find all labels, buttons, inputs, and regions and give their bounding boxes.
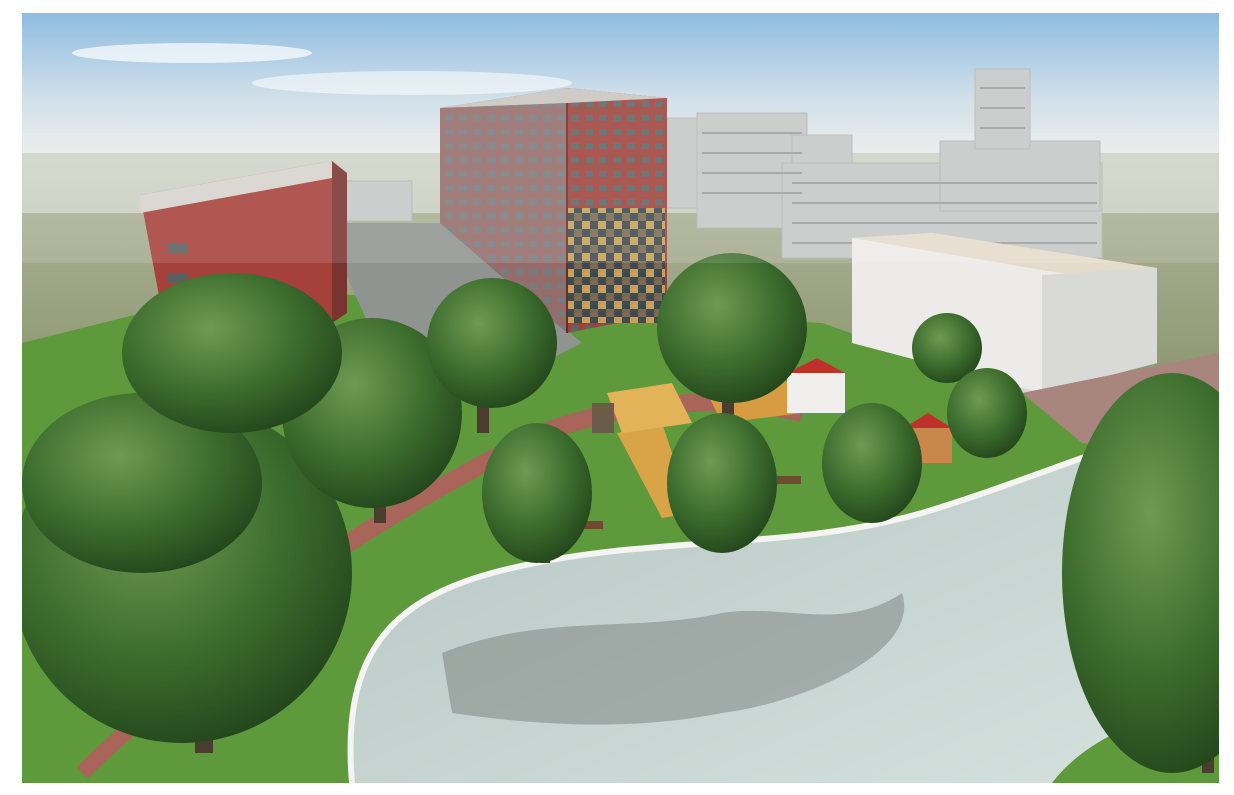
- cloud: [252, 71, 572, 95]
- scene: [22, 13, 1219, 783]
- brick-tower-center: [440, 88, 667, 333]
- tree-shadows: [442, 593, 905, 725]
- distant-window-rows: [702, 87, 1097, 244]
- render-view: [22, 13, 1219, 783]
- cloud: [72, 43, 312, 63]
- trees: [22, 253, 1219, 773]
- roundabout-road: [350, 413, 1219, 783]
- atmospheric-haze: [22, 13, 1219, 263]
